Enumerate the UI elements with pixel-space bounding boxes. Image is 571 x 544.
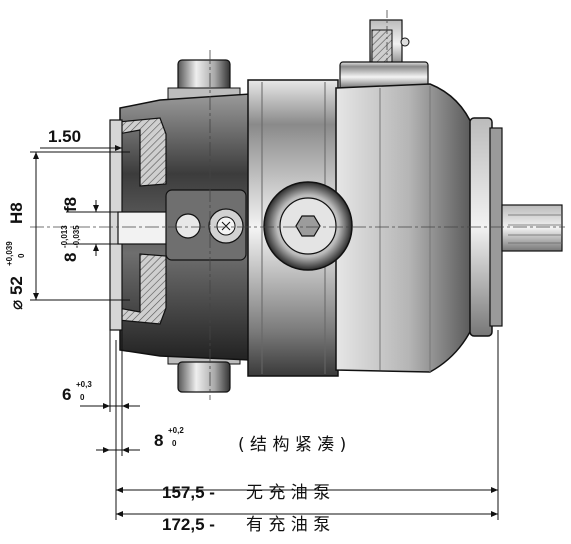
dim-shaft-tol-lower: -0,035	[72, 225, 81, 248]
dim-key-nominal: 8	[154, 431, 163, 450]
dim-wall-thickness: 1.50	[48, 127, 81, 146]
centre-lines	[30, 50, 565, 400]
length-with-charge-pump-label: 有 充 油 泵	[246, 515, 330, 535]
dim-flange-tol-upper: +0,3	[76, 380, 92, 389]
length-no-charge-pump-value: 157,5 -	[162, 483, 215, 502]
dim-shaft-fit: f8	[61, 197, 80, 212]
dim-bore-tol-upper: +0,039	[5, 241, 14, 266]
dim-bore: ⌀ 52 +0,039 0 H8	[5, 202, 26, 310]
dim-bore-tol-lower: 0	[17, 253, 26, 258]
dim-key: 8 +0,2 0	[154, 426, 184, 450]
note-compact: ( 结 构 紧 凑 )	[238, 435, 346, 455]
length-with-charge-pump-value: 172,5 -	[162, 515, 215, 534]
dim-shaft: 8 -0,013 -0,035 f8	[60, 197, 81, 262]
length-no-charge-pump-label: 无 充 油 泵	[246, 483, 330, 503]
dim-shaft-nominal: 8	[61, 253, 80, 262]
dim-shaft-tol-upper: -0,013	[60, 225, 69, 248]
dim-bore-nominal: ⌀ 52	[7, 276, 26, 310]
dim-flange: 6 +0,3 0	[62, 380, 92, 404]
dim-key-tol-upper: +0,2	[168, 426, 184, 435]
dimension-lines	[30, 145, 499, 520]
dim-bore-fit: H8	[7, 202, 26, 224]
dim-flange-nominal: 6	[62, 385, 71, 404]
pump-body	[109, 10, 563, 393]
dim-flange-tol-lower: 0	[80, 393, 85, 402]
dim-key-tol-lower: 0	[172, 439, 177, 448]
